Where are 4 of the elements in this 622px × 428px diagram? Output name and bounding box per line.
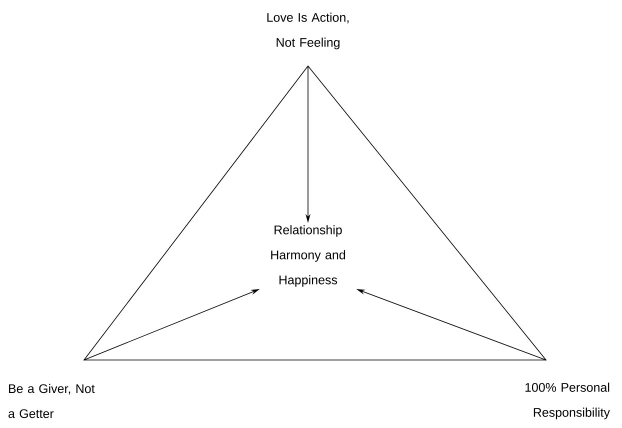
- vertex-label: Love Is Action, Not Feeling: [267, 12, 349, 50]
- center-label: Relationship Harmony and Happiness: [271, 225, 346, 287]
- vertex-label: Be a Giver, Not a Getter: [8, 384, 95, 418]
- vertex-label: 100% Personal Responsibility: [525, 382, 610, 420]
